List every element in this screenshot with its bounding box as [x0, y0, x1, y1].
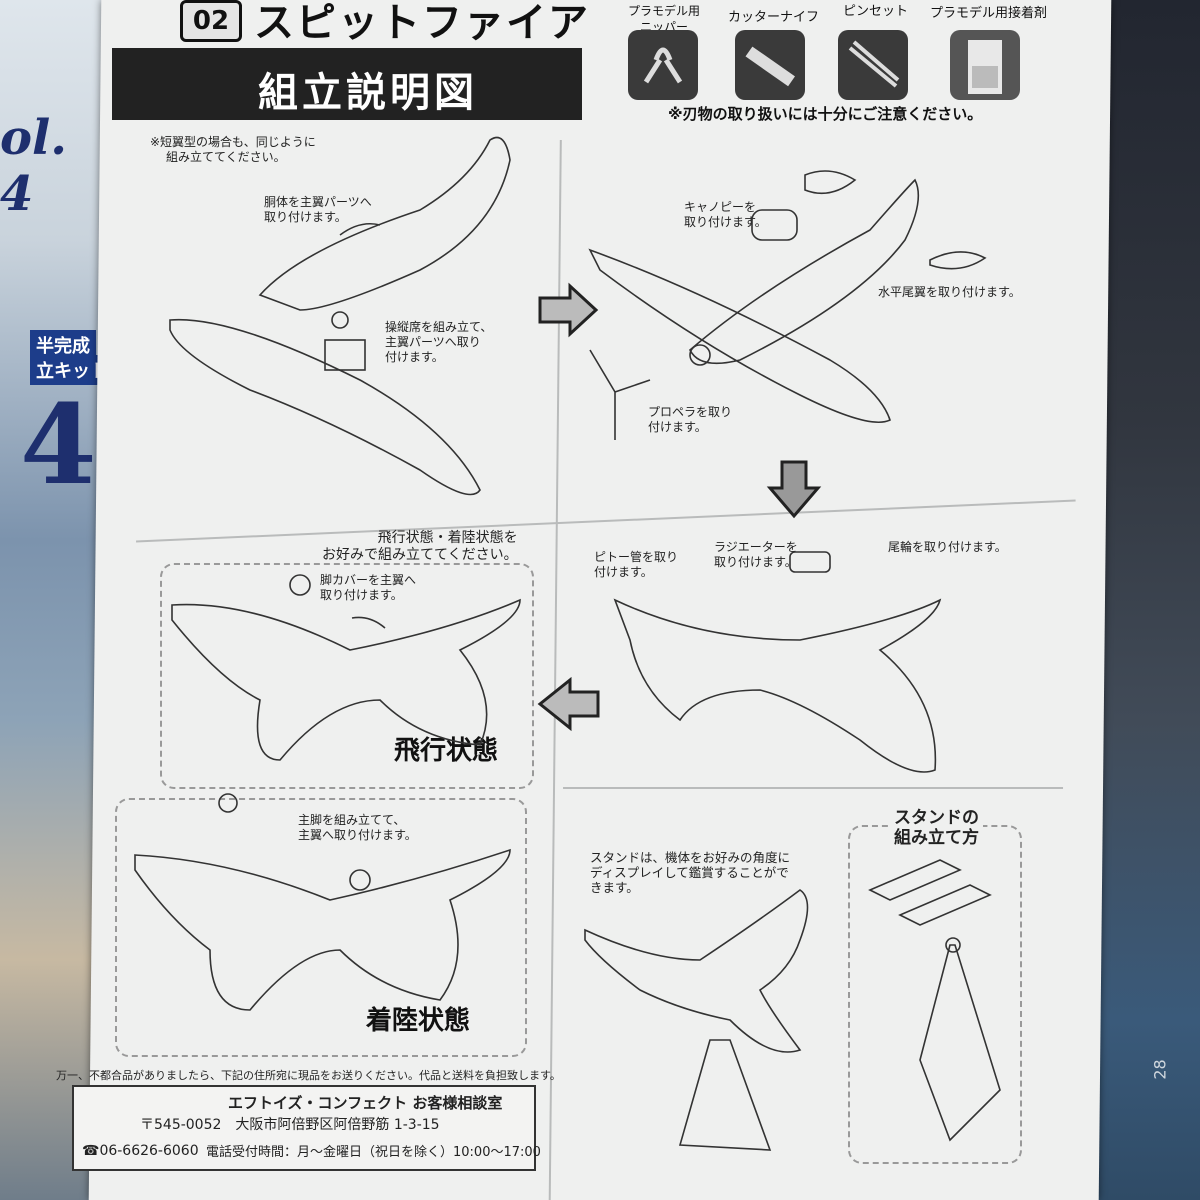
spitfire-underside-drawing [613, 598, 942, 773]
note-short-wing-2: 組み立ててください。 [166, 150, 286, 164]
pitot-instruction: ピトー管を取り 付けます。 [594, 550, 679, 579]
cutter-knife-icon [735, 30, 805, 100]
propeller-drawing [589, 349, 651, 440]
landing-state-label: 着陸状態 [366, 1006, 471, 1036]
canopy-instruction: キャノピーを 取り付けます。 [684, 200, 767, 229]
tool-label-tweezers: ピンセット [843, 4, 909, 19]
tailplane-instruction: 水平尾翼を取り付けます。 [878, 285, 1021, 299]
arrow-down [766, 460, 822, 519]
arrow-left [537, 676, 600, 732]
fuselage-instruction: 胴体を主翼パーツへ 取り付けます。 [264, 195, 372, 224]
main-gear-instruction: 主脚を組み立てて、 主翼へ取り付けます。 [298, 813, 417, 842]
cockpit-instruction: 操縦席を組み立て、 主翼パーツへ取り 付けます。 [385, 320, 493, 364]
canopy-part-drawing [751, 209, 798, 241]
cockpit-seat-drawing [324, 311, 366, 371]
phone-hours: 電話受付時間：月～金曜日（祝日を除く）10:00～17:00 [206, 1145, 541, 1160]
nipper-icon [628, 30, 698, 100]
spitfire-wing-drawing [169, 318, 481, 496]
model-name: スピットファイア [254, 0, 590, 46]
propeller-instruction: プロペラを取り 付けます。 [648, 405, 733, 434]
model-number: 02 [180, 0, 242, 42]
title-bar [112, 48, 582, 120]
box-big-number: 4 [20, 380, 97, 509]
stand-parts-drawing [868, 859, 1001, 1142]
arrow-right [538, 282, 599, 338]
tailwheel-instruction: 尾輪を取り付けます。 [888, 540, 1007, 554]
box-vol-text: ol. 4 [0, 110, 67, 222]
spitfire-fuselage-drawing [258, 136, 511, 311]
flight-state-box [160, 563, 534, 789]
stand-description: スタンドは、機体をお好みの角度に ディスプレイして鑑賞することがで きます。 [590, 850, 791, 895]
blade-caution: ※刃物の取り扱いには十分にご注意ください。 [668, 105, 983, 123]
assembly-guide-title: 組立説明図 [258, 70, 478, 116]
flight-state-label: 飛行状態 [394, 736, 499, 766]
company-phone: ☎06-6626-6060 [82, 1143, 199, 1159]
radiator-instruction: ラジエーターを 取り付けます。 [714, 540, 798, 569]
tool-label-nipper-1: プラモデル用 [628, 4, 701, 18]
footer-notice: 万一、不都合品がありましたら、下記の住所宛に現品をお送りください。代品と送料を負… [56, 1069, 561, 1082]
company-address: 〒545-0052 大阪市阿倍野区阿倍野筋 1-3-15 [140, 1117, 440, 1133]
radiator-part-drawing [789, 551, 831, 573]
customer-service-box [72, 1085, 536, 1171]
landing-state-box [115, 798, 527, 1057]
gear-cover-instruction: 脚カバーを主翼へ 取り付けます。 [320, 573, 417, 602]
company-name: エフトイズ・コンフェクト お客様相談室 [228, 1094, 503, 1112]
gear-cover-part-drawing [289, 574, 386, 629]
mode-choice-text: 飛行状態・着陸状態を お好みで組み立ててください。 [322, 530, 518, 563]
spitfire-assembled-drawing [588, 178, 920, 423]
stand-display-drawing [584, 889, 809, 1151]
tool-label-cutter: カッターナイフ [728, 10, 820, 25]
tweezers-icon [838, 30, 908, 100]
tool-label-glue: プラモデル用接着剤 [930, 6, 1048, 21]
stand-howto-title: スタンドの 組み立て方 [890, 808, 983, 848]
note-short-wing-1: ※短翼型の場合も、同じように [150, 135, 316, 149]
flight-state-plane-drawing [171, 598, 521, 761]
landing-state-plane-drawing [134, 848, 511, 1011]
main-gear-part-drawing [218, 793, 371, 891]
glue-bottle-icon [950, 30, 1020, 100]
tailplane-part-drawing [804, 170, 987, 270]
